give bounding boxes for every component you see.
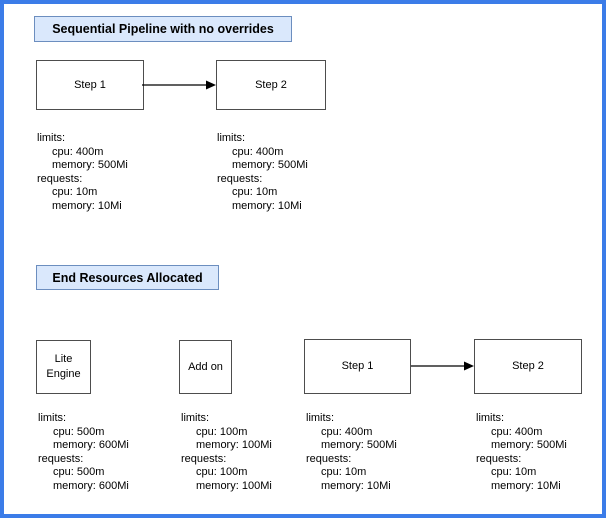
resource-line: limits: — [38, 412, 67, 424]
node-step2: Step 2 — [216, 60, 326, 110]
resource-line: cpu: 10m — [491, 466, 537, 478]
resource-line: cpu: 400m — [52, 145, 104, 158]
node-step1-label: Step 1 — [74, 78, 106, 91]
resource-line: limits: — [181, 412, 210, 424]
resource-line: cpu: 10m — [321, 466, 367, 478]
resource-block-step1: limits: cpu: 400m memory: 500Mi requests… — [37, 132, 128, 213]
resource-line: cpu: 400m — [321, 425, 373, 438]
node-lite-engine-label: Lite Engine — [46, 353, 81, 380]
arrow-step1-to-step2-bottom — [411, 361, 474, 371]
node-step2-bottom-label: Step 2 — [512, 360, 544, 372]
resource-line: memory: 500Mi — [232, 159, 308, 171]
resource-line: memory: 10Mi — [52, 199, 122, 212]
node-step1-bottom-label: Step 1 — [341, 360, 374, 372]
section2-title: End Resources Allocated — [36, 265, 219, 290]
resource-line: cpu: 400m — [491, 425, 543, 438]
node-add-on-label: Add on — [188, 360, 223, 373]
node-lite-engine: Lite Engine — [36, 340, 91, 394]
section1-title: Sequential Pipeline with no overrides — [34, 16, 292, 42]
section2-title-label: End Resources Allocated — [52, 270, 203, 285]
resource-line: limits: — [37, 132, 66, 144]
resource-block-add-on: limits: cpu: 100m memory: 100Mi requests… — [181, 412, 272, 493]
resource-line: memory: 500Mi — [491, 439, 567, 451]
node-step2-bottom: Step 2 — [474, 339, 582, 394]
resource-line: memory: 600Mi — [53, 479, 129, 492]
resource-line: cpu: 10m — [232, 186, 278, 198]
resource-line: memory: 10Mi — [321, 479, 391, 492]
resource-line: limits: — [476, 412, 505, 424]
resource-line: limits: — [306, 412, 335, 424]
resource-line: memory: 100Mi — [196, 479, 272, 492]
resource-line: requests: — [38, 452, 84, 465]
resource-block-step2: limits: cpu: 400m memory: 500Mi requests… — [217, 132, 308, 213]
resource-line: memory: 500Mi — [52, 159, 128, 171]
resource-line: cpu: 500m — [53, 466, 105, 478]
section1-title-label: Sequential Pipeline with no overrides — [52, 22, 274, 36]
node-step2-label: Step 2 — [255, 78, 287, 91]
resource-line: cpu: 500m — [53, 425, 105, 438]
resource-line: requests: — [217, 172, 263, 185]
resource-line: requests: — [306, 452, 352, 465]
resource-block-lite-engine: limits: cpu: 500m memory: 600Mi requests… — [38, 412, 129, 493]
node-add-on: Add on — [179, 340, 232, 394]
resource-line: memory: 10Mi — [232, 199, 302, 212]
resource-line: cpu: 100m — [196, 425, 248, 438]
resource-line: cpu: 10m — [52, 186, 98, 198]
resource-line: memory: 600Mi — [53, 439, 129, 451]
resource-line: requests: — [37, 172, 83, 185]
resource-line: memory: 10Mi — [491, 479, 561, 492]
resource-line: memory: 500Mi — [321, 439, 397, 451]
resource-block-step1-bottom: limits: cpu: 400m memory: 500Mi requests… — [306, 412, 397, 493]
arrow-step1-to-step2 — [142, 80, 216, 90]
resource-line: limits: — [217, 132, 246, 144]
resource-line: cpu: 100m — [196, 466, 248, 478]
resource-line: requests: — [476, 452, 522, 465]
resource-line: cpu: 400m — [232, 145, 284, 158]
resource-line: memory: 100Mi — [196, 439, 272, 451]
resource-block-step2-bottom: limits: cpu: 400m memory: 500Mi requests… — [476, 412, 567, 493]
node-step1: Step 1 — [36, 60, 144, 110]
node-step1-bottom: Step 1 — [304, 339, 411, 394]
resource-line: requests: — [181, 452, 227, 465]
